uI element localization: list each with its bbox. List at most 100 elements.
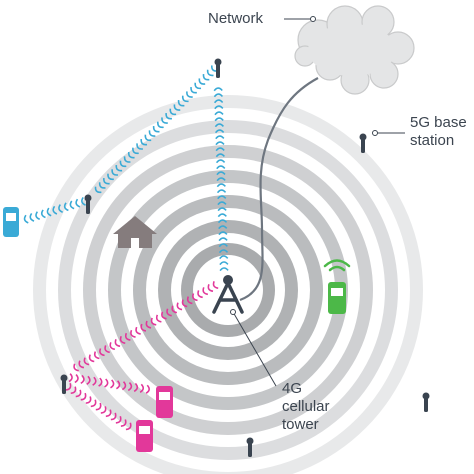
signal-wave xyxy=(217,207,227,212)
signal-wave xyxy=(145,384,150,394)
signal-wave xyxy=(136,143,143,150)
signal-wave xyxy=(165,112,173,120)
small-cell-icon xyxy=(214,58,222,78)
signal-wave xyxy=(145,320,152,329)
signal-wave xyxy=(214,105,224,110)
signal-wave xyxy=(119,335,126,344)
signal-wave xyxy=(107,173,114,181)
signal-wave xyxy=(100,406,107,414)
signal-wave xyxy=(68,373,73,383)
signal-wave xyxy=(109,342,116,351)
signal-wave xyxy=(85,396,92,404)
signal-wave xyxy=(63,202,69,212)
signal-wave xyxy=(206,69,214,77)
signal-wave xyxy=(190,87,197,94)
signal-wave xyxy=(83,357,90,366)
signal-wave xyxy=(132,147,139,155)
signal-wave xyxy=(123,156,131,163)
signal-wave xyxy=(217,213,227,218)
signal-wave xyxy=(58,204,63,213)
signal-wave xyxy=(80,392,87,401)
signal-wave xyxy=(115,380,121,390)
signal-wave xyxy=(65,383,72,391)
signal-wave xyxy=(213,93,224,98)
signal-wave xyxy=(133,382,139,393)
signal-wave xyxy=(157,121,164,129)
signal-wave xyxy=(192,293,198,302)
signal-wave xyxy=(215,141,225,146)
signal-wave xyxy=(115,164,123,172)
signal-wave xyxy=(218,225,228,230)
signal-wave xyxy=(94,186,102,194)
signal-wave xyxy=(29,212,35,222)
signal-wave xyxy=(161,117,168,124)
signal-wave xyxy=(215,153,225,158)
signal-wave xyxy=(86,375,91,385)
signal-wave xyxy=(23,214,29,224)
phone-icon xyxy=(328,282,346,314)
signal-wave xyxy=(74,374,79,384)
signal-wave xyxy=(216,165,226,170)
signal-wave xyxy=(198,78,206,85)
signal-wave xyxy=(140,323,147,332)
signal-wave xyxy=(216,177,226,182)
signal-wave xyxy=(105,409,112,418)
signal-wave xyxy=(186,91,193,98)
signal-wave xyxy=(219,267,229,272)
signal-wave xyxy=(161,311,167,320)
signal-wave xyxy=(155,314,162,323)
coverage-ring xyxy=(193,255,263,325)
signal-wave xyxy=(207,284,214,293)
signal-wave xyxy=(215,147,225,152)
signal-wave xyxy=(215,135,225,140)
house-icon xyxy=(113,216,157,248)
signal-wave xyxy=(214,111,224,116)
signal-wave xyxy=(110,412,117,421)
base-station-label: 5G base station xyxy=(410,114,467,149)
signal-wave xyxy=(177,99,185,107)
signal-wave xyxy=(166,308,172,317)
signal-wave xyxy=(217,219,228,224)
signal-wave xyxy=(213,99,224,104)
signal-wave xyxy=(127,151,135,159)
signal-wave xyxy=(125,422,132,431)
signal-wave xyxy=(81,196,86,206)
pink-signal-waves xyxy=(65,281,219,431)
signal-wave xyxy=(90,399,97,408)
signal-wave xyxy=(46,207,52,217)
signal-wave xyxy=(218,231,228,236)
signal-wave xyxy=(152,125,160,133)
signal-wave xyxy=(216,171,226,176)
signal-wave xyxy=(176,302,183,311)
signal-wave xyxy=(88,354,95,363)
signal-wave xyxy=(202,74,210,81)
signal-wave xyxy=(202,287,209,296)
signal-wave xyxy=(104,378,109,388)
signal-wave xyxy=(171,305,178,314)
signal-wave xyxy=(216,183,226,188)
signal-wave xyxy=(214,117,224,122)
signal-wave xyxy=(218,249,229,254)
signal-wave xyxy=(120,419,127,427)
cloud-icon xyxy=(294,5,415,95)
signal-wave xyxy=(95,402,102,411)
signal-wave xyxy=(69,200,75,210)
signal-wave xyxy=(218,237,228,242)
small-cell-icon xyxy=(422,392,430,412)
small-cell-icon xyxy=(246,437,254,457)
signal-wave xyxy=(121,381,127,391)
small-cell-icon xyxy=(359,133,367,153)
network-label: Network xyxy=(208,10,264,27)
blue-signal-waves xyxy=(23,65,229,272)
signal-wave xyxy=(115,415,122,424)
signal-wave xyxy=(73,363,79,372)
signal-wave xyxy=(98,182,106,189)
signal-wave xyxy=(93,351,100,360)
small-cell-icon xyxy=(60,374,68,394)
signal-wave xyxy=(114,339,121,348)
signal-wave xyxy=(140,138,148,146)
signal-wave xyxy=(75,198,81,208)
signal-wave xyxy=(186,296,193,305)
signal-wave xyxy=(219,261,229,266)
phone-icon xyxy=(156,386,173,418)
